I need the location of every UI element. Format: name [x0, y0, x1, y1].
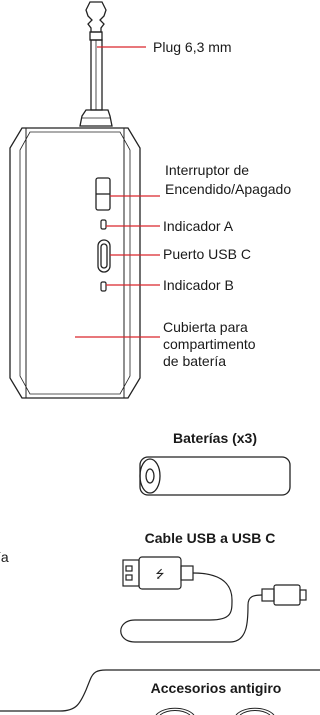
antitwist-title: Accesorios antigiro — [151, 680, 282, 696]
cover-label-line2: compartimento — [163, 336, 256, 352]
usb-cable-illustration — [120, 556, 307, 643]
batteries-title: Baterías (x3) — [173, 430, 257, 446]
usb-c-port — [97, 239, 111, 273]
switch-label-line2: Encendido/Apagado — [165, 181, 291, 197]
cut-off-text: ía — [0, 549, 9, 565]
cover-label-line3: de batería — [163, 353, 226, 369]
cable-title: Cable USB a USB C — [145, 530, 276, 546]
indicator-b-label: Indicador B — [163, 277, 234, 293]
accessories-bracket — [0, 669, 320, 712]
transmitter-body — [9, 127, 141, 399]
power-switch — [95, 177, 111, 211]
antitwist-clips — [155, 707, 275, 715]
usb-port-label: Puerto USB C — [163, 246, 251, 262]
indicator-a-led — [100, 219, 107, 230]
indicator-b-led — [100, 281, 107, 292]
indicator-a-label: Indicador A — [163, 218, 234, 234]
switch-label-line1: Interruptor de — [165, 162, 249, 178]
usb-icon: ⭍ — [155, 568, 164, 581]
battery-icon — [139, 456, 291, 496]
plug-connector — [79, 1, 113, 127]
plug-label: Plug 6,3 mm — [153, 39, 232, 55]
leader-lines — [75, 46, 160, 338]
cover-label-line1: Cubierta para — [163, 319, 248, 335]
